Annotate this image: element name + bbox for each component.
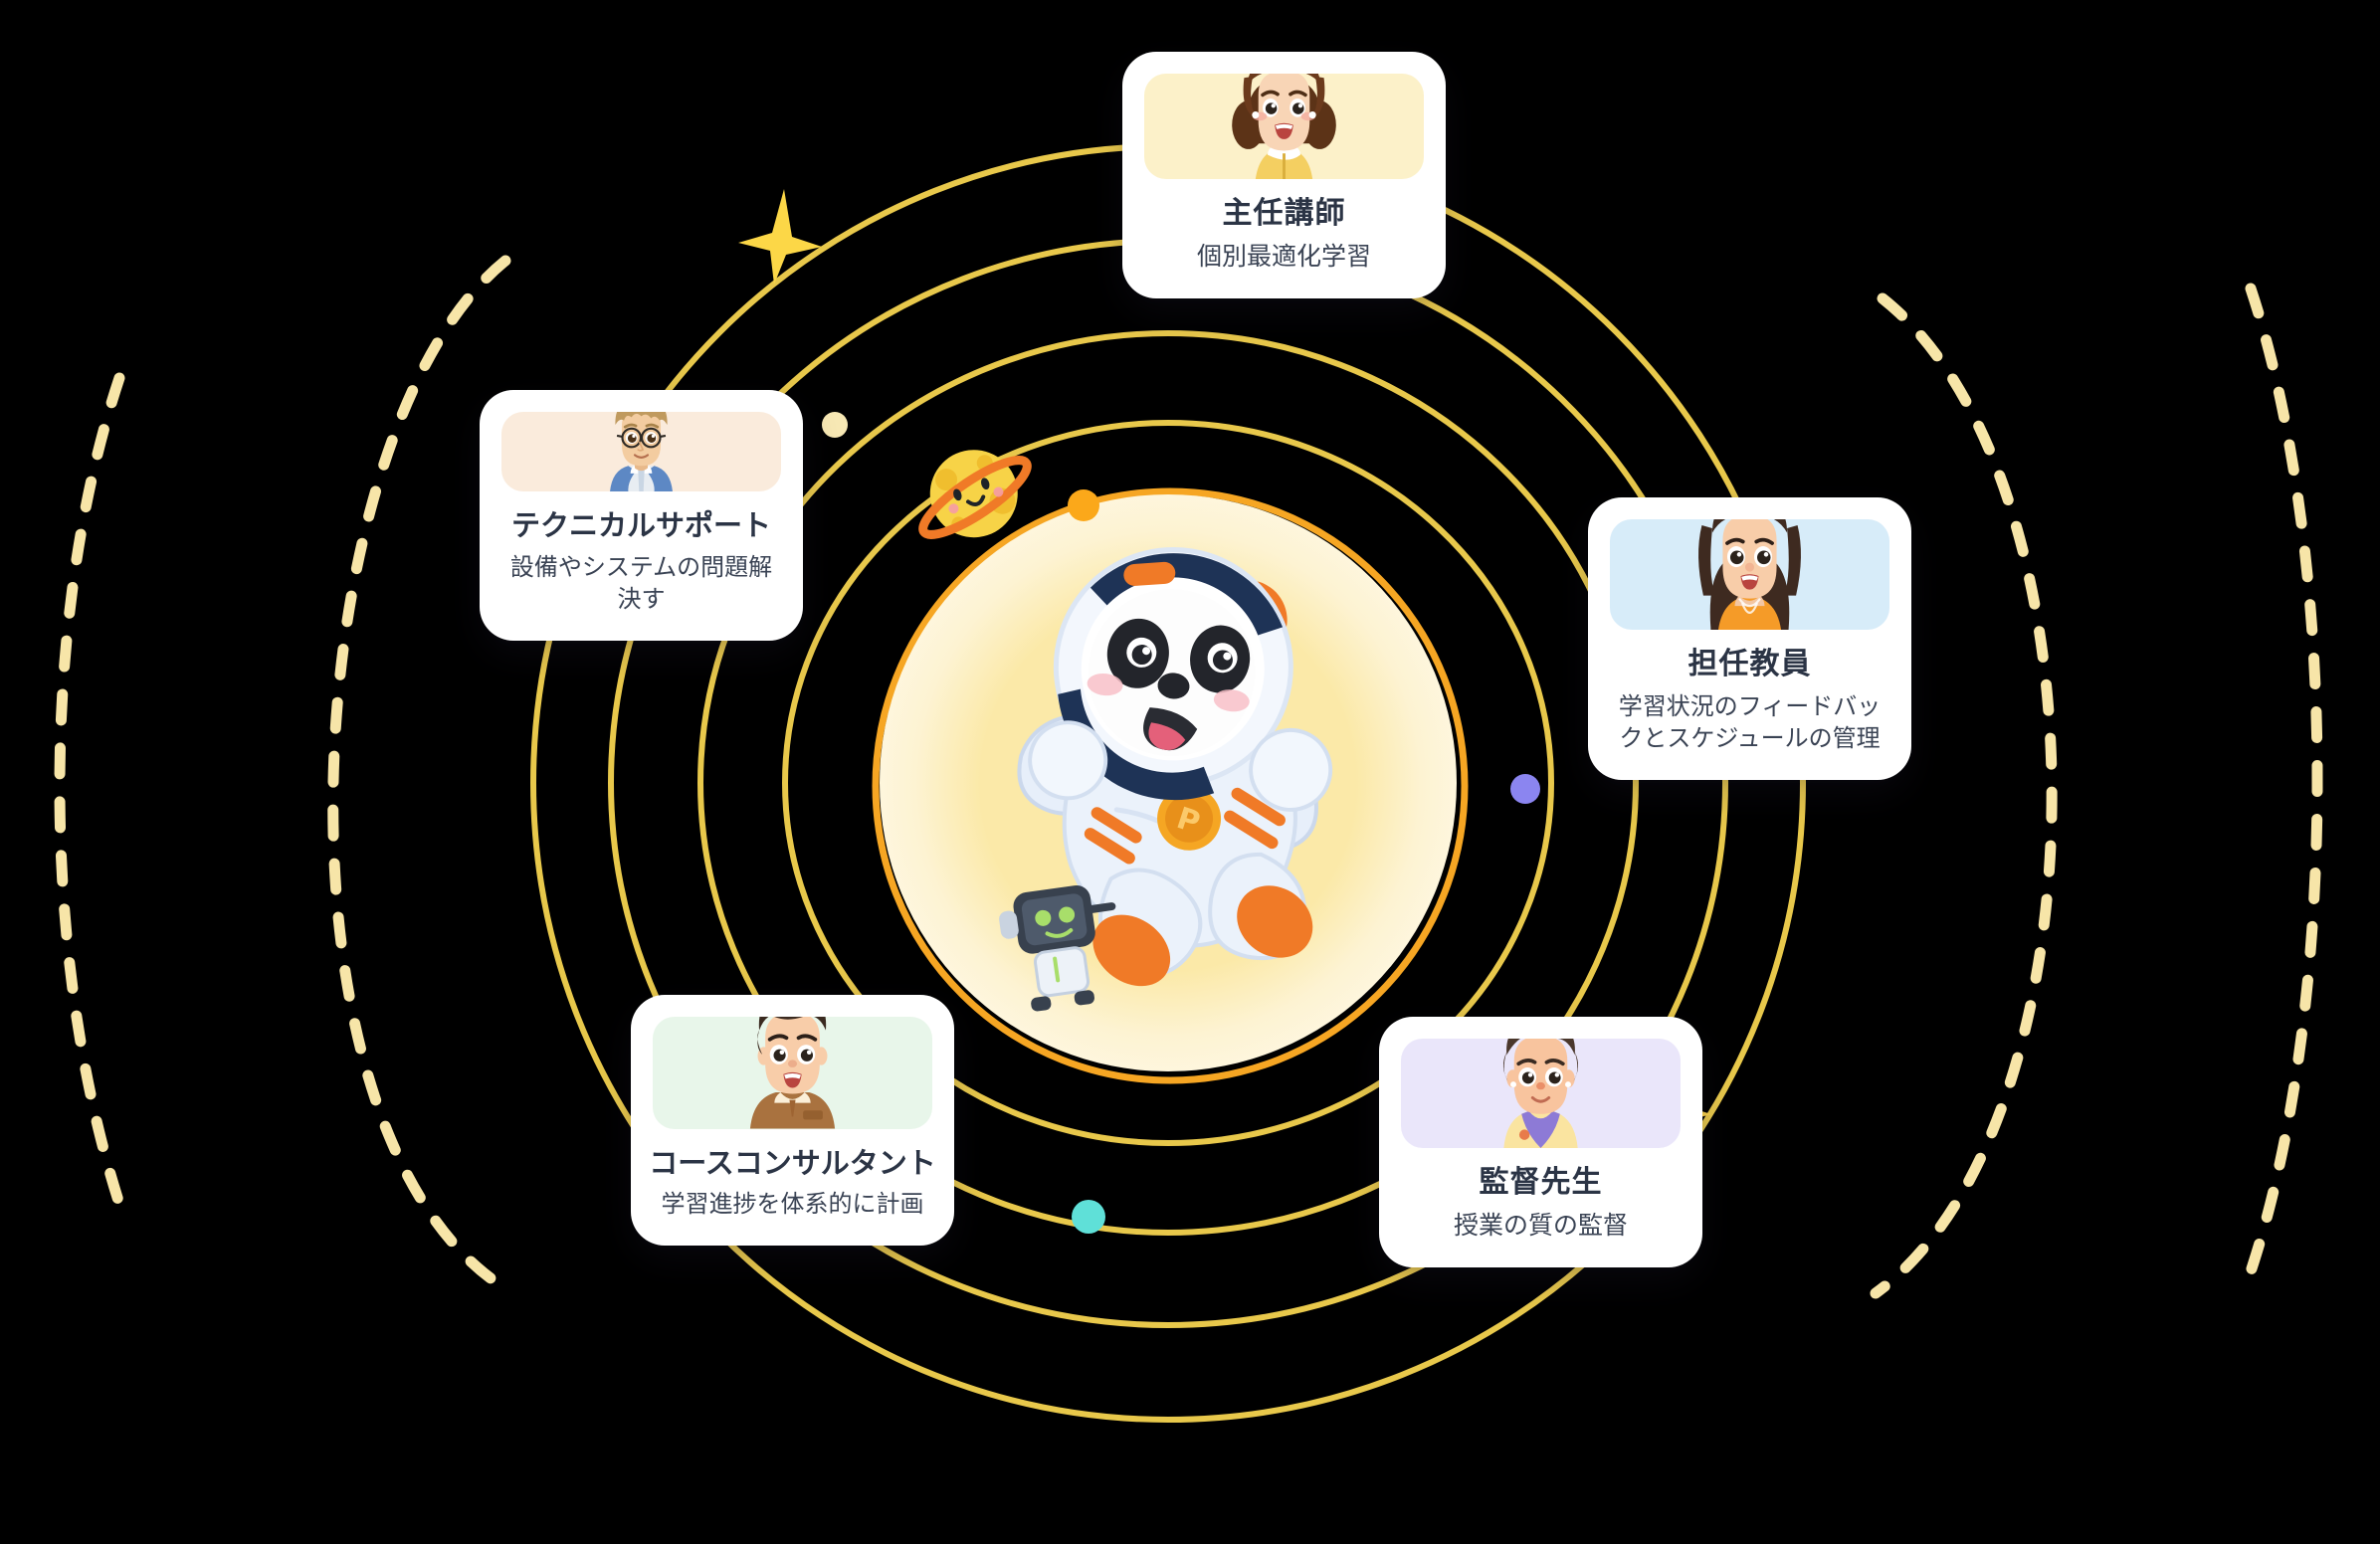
saturn-planet-icon xyxy=(895,418,1055,577)
role-card-title: コースコンサルタント xyxy=(649,1145,936,1180)
dashed-arc-outer-right xyxy=(2241,283,2323,1289)
avatar-man-glasses-blond xyxy=(501,412,781,492)
role-card-description: 授業の質の監督 xyxy=(1453,1210,1628,1240)
avatar-woman-bun-yellow-cardigan xyxy=(1401,1039,1681,1148)
orbit-dot-cream xyxy=(822,412,848,438)
orbit-dot-purple xyxy=(1510,774,1540,804)
role-card-title: 担任教員 xyxy=(1687,647,1812,682)
role-card-description: 設備やシステムの問題解決す xyxy=(509,552,773,613)
avatar-woman-brown-wavy-hair xyxy=(1144,74,1424,179)
dashed-arc-outer-left xyxy=(54,372,125,1210)
role-card-description: 個別最適化学習 xyxy=(1196,241,1371,271)
avatar-woman-long-dark-hair xyxy=(1610,519,1889,631)
role-card-course-consultant[interactable]: コースコンサルタント 学習進捗を体系的に計画 xyxy=(631,995,954,1246)
panda-astronaut-mascot: P xyxy=(880,494,1457,1071)
orbit-dot-orange xyxy=(1068,489,1099,521)
dashed-arc-inner-left xyxy=(327,255,511,1289)
dashed-arc-inner-right xyxy=(1870,292,2058,1299)
role-card-technical-support[interactable]: テクニカルサポート 設備やシステムの問題解決す xyxy=(480,390,803,641)
role-card-lead-instructor[interactable]: 主任講師 個別最適化学習 xyxy=(1122,52,1446,298)
orbit-ring-1 xyxy=(782,420,1554,1146)
role-card-description: 学習進捗を体系的に計画 xyxy=(661,1189,924,1218)
robot-companion xyxy=(999,884,1116,1012)
sparkle-star-top-left xyxy=(738,189,822,285)
role-card-title: テクニカルサポート xyxy=(510,508,771,543)
role-card-homeroom-teacher[interactable]: 担任教員 学習状況のフィードバックとスケジュールの管理 xyxy=(1588,497,1911,780)
avatar-man-dark-hair-brown-sweater xyxy=(653,1017,932,1129)
orbit-ring-inner-accent xyxy=(872,487,1469,1084)
orbit-ring-2 xyxy=(697,330,1639,1236)
role-card-supervisor-teacher[interactable]: 監督先生 授業の質の監督 xyxy=(1379,1017,1702,1267)
role-card-title: 主任講師 xyxy=(1222,196,1346,231)
role-card-title: 監督先生 xyxy=(1479,1165,1603,1200)
orbit-dot-teal xyxy=(1072,1200,1105,1234)
role-card-description: 学習状況のフィードバックとスケジュールの管理 xyxy=(1618,691,1882,752)
